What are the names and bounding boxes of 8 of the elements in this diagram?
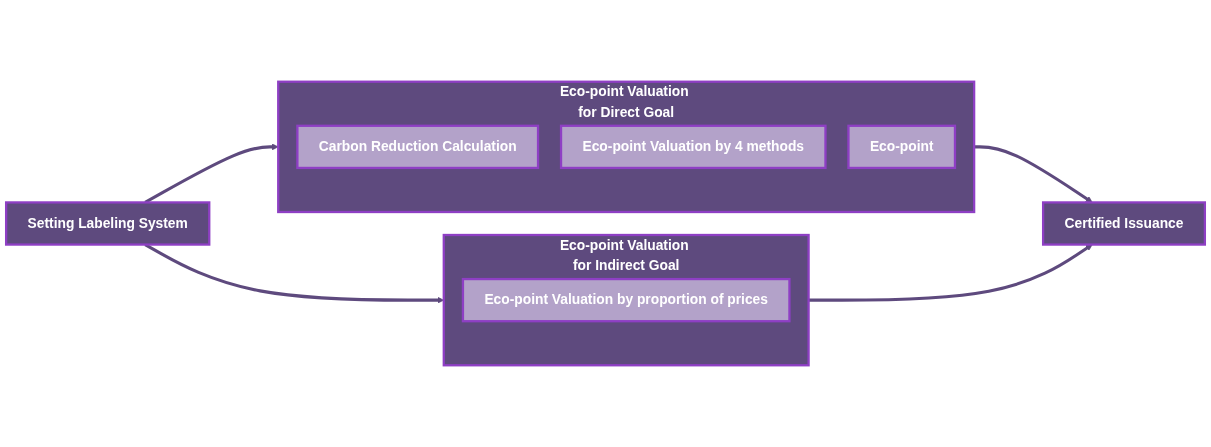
arrow xyxy=(974,145,1093,203)
node-box: Certified Issuance xyxy=(1041,201,1206,246)
node-box: Setting Labeling System xyxy=(5,201,211,246)
node-box: Carbon Reduction Calculation xyxy=(296,124,540,170)
arrow xyxy=(808,244,1093,302)
node-box: Eco-point xyxy=(847,124,957,170)
node-box: Eco-point Valuation by 4 methods xyxy=(559,124,827,170)
node-box: Eco-point Valuation by proportion of prices xyxy=(461,277,791,323)
